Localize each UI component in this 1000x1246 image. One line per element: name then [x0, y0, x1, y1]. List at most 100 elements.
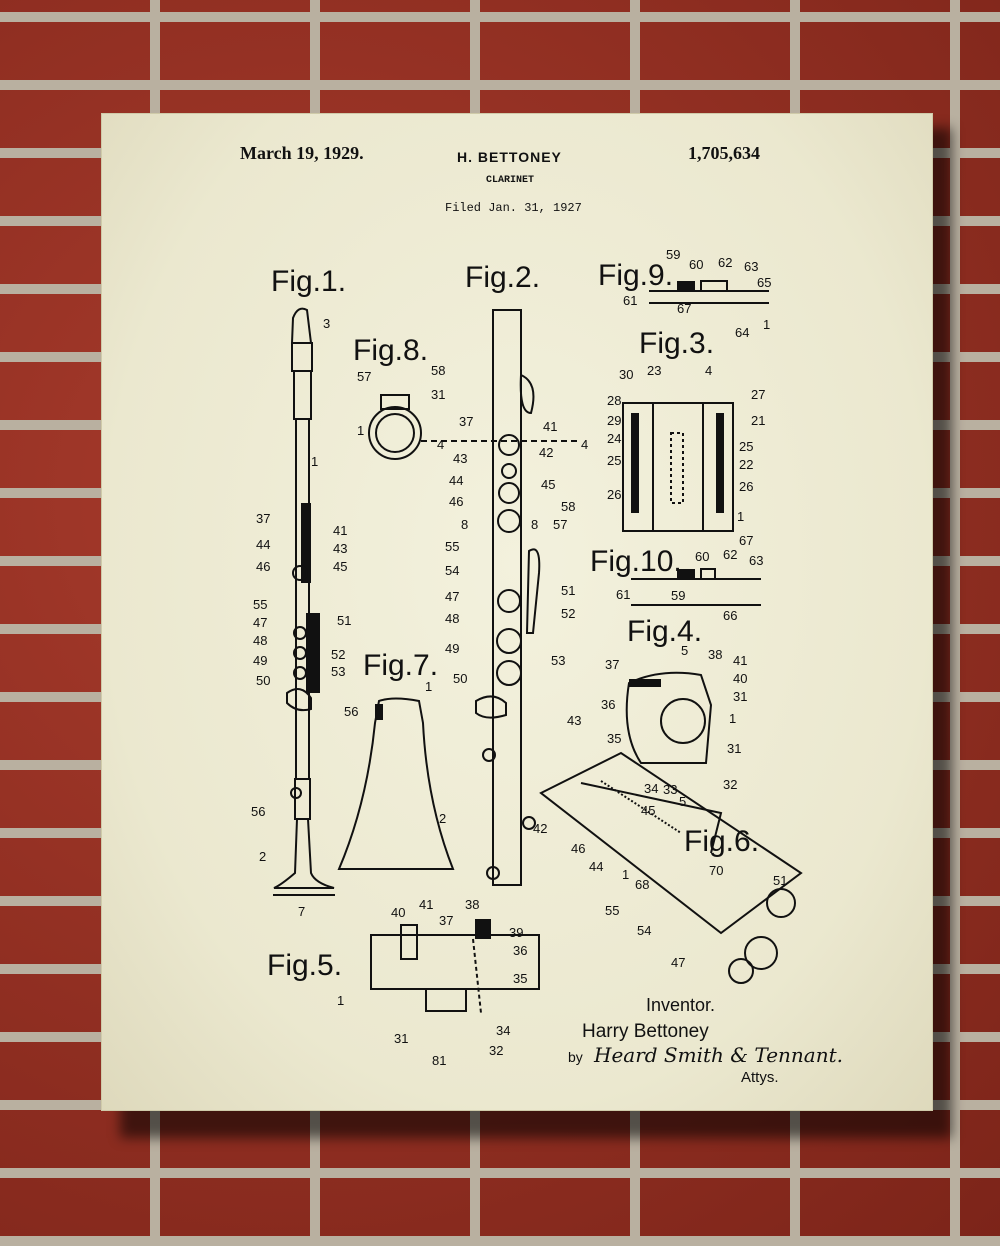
ref3-22: 22	[739, 457, 753, 472]
ref6-68: 68	[635, 877, 649, 892]
ref5-1: 1	[337, 993, 344, 1008]
fig8-label: Fig.8.	[353, 334, 428, 367]
ref3-27: 27	[751, 387, 765, 402]
ref2-53: 53	[551, 653, 565, 668]
ref5-31: 31	[394, 1031, 408, 1046]
ref6-44: 44	[589, 859, 603, 874]
ref3-24: 24	[607, 431, 621, 446]
ref6-1: 1	[622, 867, 629, 882]
ref3-25b: 25	[607, 453, 621, 468]
ref8-57: 57	[357, 369, 371, 384]
ref-43: 43	[333, 541, 347, 556]
ref-2: 2	[259, 849, 266, 864]
ref4-32: 32	[723, 777, 737, 792]
ref10-62: 62	[723, 547, 737, 562]
ref4-31b: 31	[727, 741, 741, 756]
ref4-36: 36	[601, 697, 615, 712]
inventor-name: Harry Bettoney	[582, 1021, 709, 1042]
ref10-60: 60	[695, 549, 709, 564]
ref9-60: 60	[689, 257, 703, 272]
ref3-28: 28	[607, 393, 621, 408]
ref-52: 52	[331, 647, 345, 662]
ref6-43: 43	[567, 713, 581, 728]
ref-7: 7	[298, 904, 305, 919]
ref3-21: 21	[751, 413, 765, 428]
ref5-32: 32	[489, 1043, 503, 1058]
ref2-44: 44	[449, 473, 463, 488]
fig9-detail-drawing	[649, 280, 769, 304]
ref2-50: 50	[453, 671, 467, 686]
ref2-51: 51	[561, 583, 575, 598]
ref2-4a: 4	[437, 437, 444, 452]
ref6-54: 54	[637, 923, 651, 938]
ref2-52: 52	[561, 606, 575, 621]
ref9-67: 67	[677, 301, 691, 316]
ref-46: 46	[256, 559, 270, 574]
ref6-70: 70	[709, 863, 723, 878]
ref5-37: 37	[439, 913, 453, 928]
ref6-47: 47	[671, 955, 685, 970]
ref10-67: 67	[739, 533, 753, 548]
ref-49: 49	[253, 653, 267, 668]
ref2-57: 57	[553, 517, 567, 532]
ref3-30: 30	[619, 367, 633, 382]
ref9-1: 1	[763, 317, 770, 332]
fig6-perspective-drawing	[539, 751, 803, 984]
ref5-36: 36	[513, 943, 527, 958]
ref-41: 41	[333, 523, 347, 538]
fig1-label: Fig.1.	[271, 265, 346, 298]
ref5-34: 34	[496, 1023, 510, 1038]
fig4-label: Fig.4.	[627, 615, 702, 648]
fig1-clarinet-drawing	[273, 307, 335, 896]
ref2-41: 41	[543, 419, 557, 434]
ref4-1: 1	[729, 711, 736, 726]
ref8-31: 31	[431, 387, 445, 402]
ref5-39: 39	[509, 925, 523, 940]
ref3-1: 1	[737, 509, 744, 524]
ref9-65: 65	[757, 275, 771, 290]
ref3-25a: 25	[739, 439, 753, 454]
ref4-38: 38	[708, 647, 722, 662]
ref10-61: 61	[616, 587, 630, 602]
ref2-47: 47	[445, 589, 459, 604]
ref3-23: 23	[647, 363, 661, 378]
ref7-56: 56	[344, 704, 358, 719]
ref2-43: 43	[453, 451, 467, 466]
inventor-label: Inventor.	[646, 995, 716, 1015]
ref10-63: 63	[749, 553, 763, 568]
ref10-66: 66	[723, 608, 737, 623]
ref3-26b: 26	[739, 479, 753, 494]
ref6-45: 45	[641, 803, 655, 818]
ref10-59: 59	[671, 588, 685, 603]
ref2-45: 45	[541, 477, 555, 492]
ref9-63: 63	[744, 259, 758, 274]
ref2-4b: 4	[581, 437, 588, 452]
fig7-label: Fig.7.	[363, 649, 438, 682]
patent-number: 1,705,634	[688, 143, 760, 163]
ref3-29: 29	[607, 413, 621, 428]
ref-44: 44	[256, 537, 270, 552]
attorneys-label: Attys.	[741, 1069, 779, 1086]
ref4-34: 34	[644, 781, 658, 796]
fig9-label: Fig.9.	[598, 259, 673, 292]
ref4-41: 41	[733, 653, 747, 668]
ref6-42: 42	[533, 821, 547, 836]
ref-55: 55	[253, 597, 267, 612]
ref4-31a: 31	[733, 689, 747, 704]
ref3-26a: 26	[607, 487, 621, 502]
fig4-section-drawing	[625, 671, 713, 764]
ref7-1: 1	[425, 679, 432, 694]
fig8-ring-drawing	[368, 394, 422, 460]
ref2-54: 54	[445, 563, 459, 578]
ref8-1: 1	[357, 423, 364, 438]
fig5-detail-drawing	[370, 919, 540, 1014]
ref6-55: 55	[605, 903, 619, 918]
ref8-58: 58	[431, 363, 445, 378]
ref6-46: 46	[571, 841, 585, 856]
ref-45: 45	[333, 559, 347, 574]
ref2-49: 49	[445, 641, 459, 656]
ref2-48: 48	[445, 611, 459, 626]
ref7-2: 2	[439, 811, 446, 826]
patent-poster: March 19, 1929. H. BETTONEY 1,705,634 CL…	[101, 113, 933, 1111]
fig7-bell-drawing	[337, 697, 455, 870]
